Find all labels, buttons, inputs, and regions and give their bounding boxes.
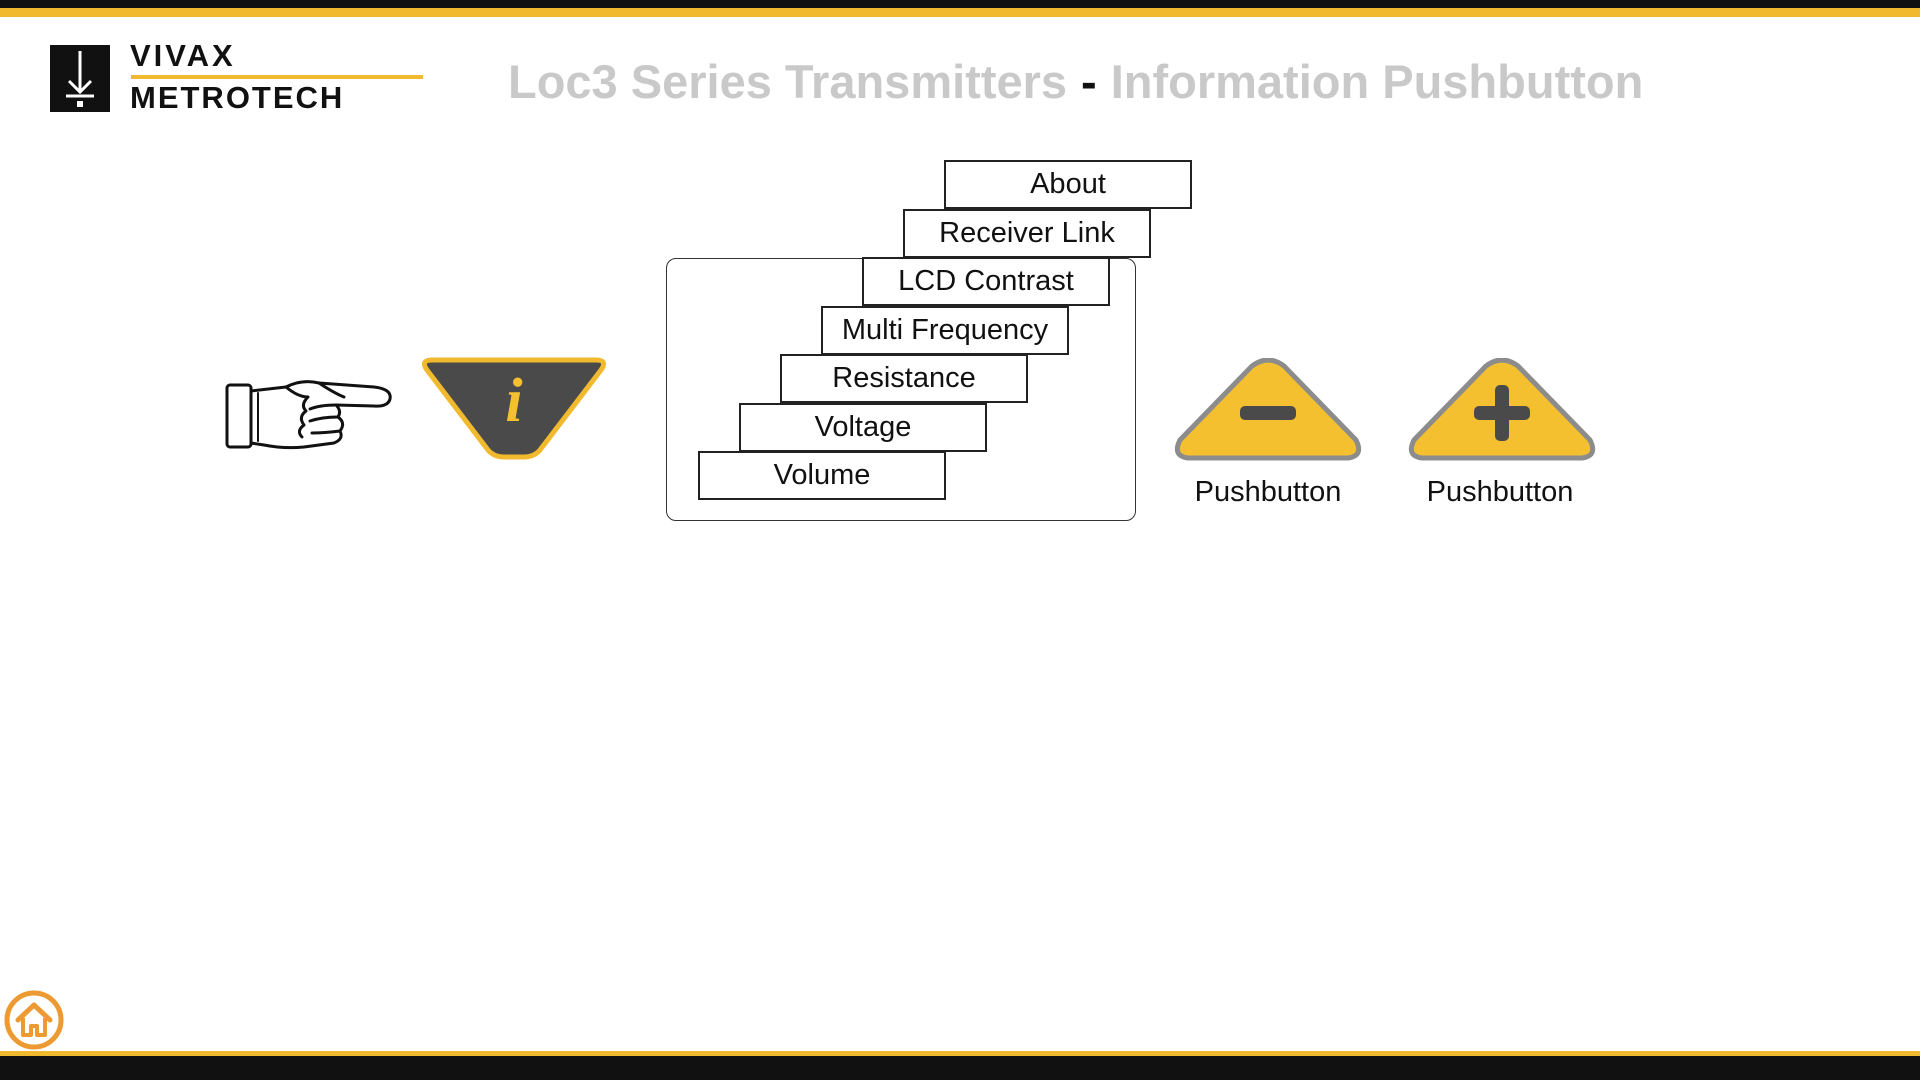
- top-accent-bar: [0, 8, 1920, 17]
- menu-item-about[interactable]: About: [944, 160, 1192, 209]
- menu-item-resistance[interactable]: Resistance: [780, 354, 1028, 403]
- top-border-bar: [0, 0, 1920, 8]
- logo-text-bottom: METROTECH: [130, 82, 344, 113]
- pointing-hand-icon: [224, 375, 394, 455]
- vivax-metrotech-logo: VIVAX METROTECH: [50, 44, 425, 114]
- minus-pushbutton-label: Pushbutton: [1158, 476, 1378, 509]
- minus-pushbutton[interactable]: [1172, 358, 1364, 462]
- home-icon: [4, 990, 64, 1050]
- menu-item-multi-frequency[interactable]: Multi Frequency: [821, 306, 1069, 355]
- page-title: Loc3 Series Transmitters-Information Pus…: [508, 58, 1643, 105]
- info-pushbutton[interactable]: i: [418, 356, 610, 460]
- title-product: Loc3 Series Transmitters: [508, 55, 1067, 108]
- bottom-border-bar: [0, 1056, 1920, 1080]
- logo-text-top: VIVAX: [130, 40, 236, 71]
- menu-item-receiver-link[interactable]: Receiver Link: [903, 209, 1151, 258]
- plus-pushbutton[interactable]: [1406, 358, 1598, 462]
- info-icon: i: [418, 370, 610, 432]
- minus-icon: [1240, 406, 1296, 420]
- logo-mark-icon: [50, 45, 110, 112]
- plus-pushbutton-label: Pushbutton: [1390, 476, 1610, 509]
- menu-item-volume[interactable]: Volume: [698, 451, 946, 500]
- title-separator: -: [1081, 55, 1097, 108]
- menu-item-lcd-contrast[interactable]: LCD Contrast: [862, 257, 1110, 306]
- title-topic: Information Pushbutton: [1111, 55, 1644, 108]
- menu-item-voltage[interactable]: Voltage: [739, 403, 987, 452]
- logo-divider: [131, 75, 423, 79]
- home-button[interactable]: [4, 990, 64, 1050]
